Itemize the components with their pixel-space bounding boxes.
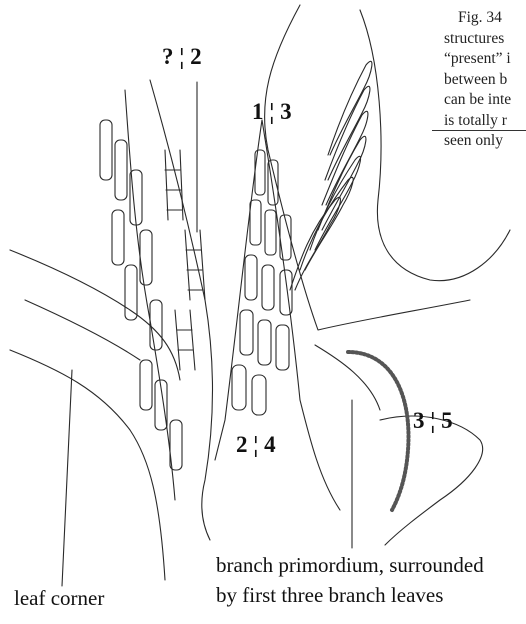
caption-line: “present” i <box>444 49 524 70</box>
stem-left-edge <box>125 90 175 500</box>
label-3-5: 3 ¦ 5 <box>413 408 453 434</box>
leaf-teeth <box>290 61 372 290</box>
left-outline-2 <box>10 350 165 580</box>
cell-column <box>165 150 205 370</box>
caption-line: Fig. 34 <box>444 8 524 29</box>
label-q-2: ? ¦ 2 <box>162 44 202 70</box>
caption-line: structures <box>444 29 524 50</box>
caption-line: between b <box>444 70 524 91</box>
stem-right-edge <box>150 80 213 540</box>
lower-right-outline <box>380 416 483 545</box>
branch-primordium-label-line1: branch primordium, surrounded <box>216 551 484 579</box>
leader-leaf-corner <box>62 370 72 586</box>
label-1-3: 1 ¦ 3 <box>252 99 292 125</box>
caption-line: is totally r <box>444 111 524 132</box>
leaf-corner-label: leaf corner <box>14 584 104 612</box>
branch-primordium-label-line2: by first three branch leaves <box>216 581 443 609</box>
right-leaf-outline <box>265 5 470 330</box>
left-outline-3 <box>25 300 140 360</box>
caption-divider <box>432 130 526 131</box>
caption-line: can be inte <box>444 90 524 111</box>
label-2-4: 2 ¦ 4 <box>236 432 276 458</box>
elongated-cells <box>100 120 182 470</box>
caption-line: seen only <box>444 131 524 152</box>
